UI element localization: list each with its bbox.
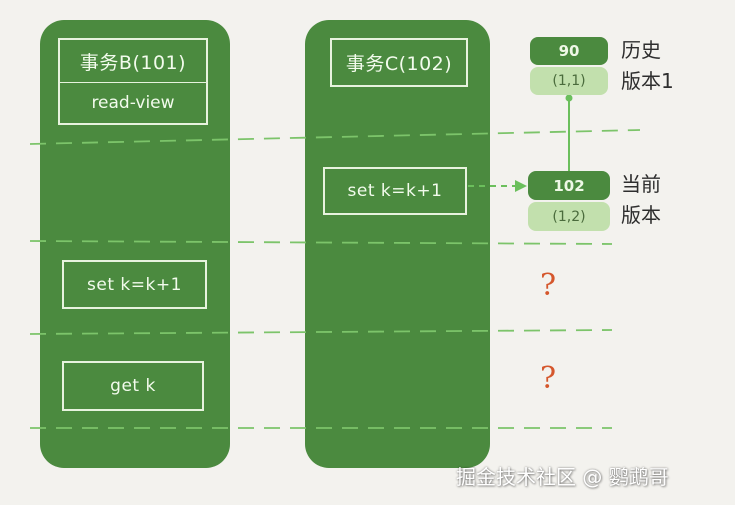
watermark: 掘金技术社区 @ 鹦鹉哥 <box>456 465 669 489</box>
transaction-b-read-op: get k <box>62 361 204 411</box>
current-version-value: 102 <box>528 171 610 200</box>
read-view-label: read-view <box>58 82 208 125</box>
question-mark: ? <box>540 268 557 303</box>
transaction-b-title: 事务B(101) <box>58 38 208 83</box>
history-version-label-line1: 历史 <box>621 38 661 62</box>
transaction-c-title: 事务C(102) <box>330 38 468 87</box>
history-version-value: 90 <box>530 37 608 65</box>
transaction-b-update-op: set k=k+1 <box>62 260 207 309</box>
version-chain-dot <box>565 94 573 102</box>
transaction-c-update-op: set k=k+1 <box>323 167 467 215</box>
transaction-c-column <box>305 20 490 468</box>
update-arrow-head <box>515 180 527 192</box>
current-version-label-line2: 版本 <box>621 203 661 227</box>
current-version-id: (1,2) <box>528 202 610 231</box>
question-mark: ? <box>540 361 557 396</box>
history-version-label-line2: 版本1 <box>621 69 674 93</box>
history-version-id: (1,1) <box>530 67 608 95</box>
current-version-label-line1: 当前 <box>621 172 661 196</box>
